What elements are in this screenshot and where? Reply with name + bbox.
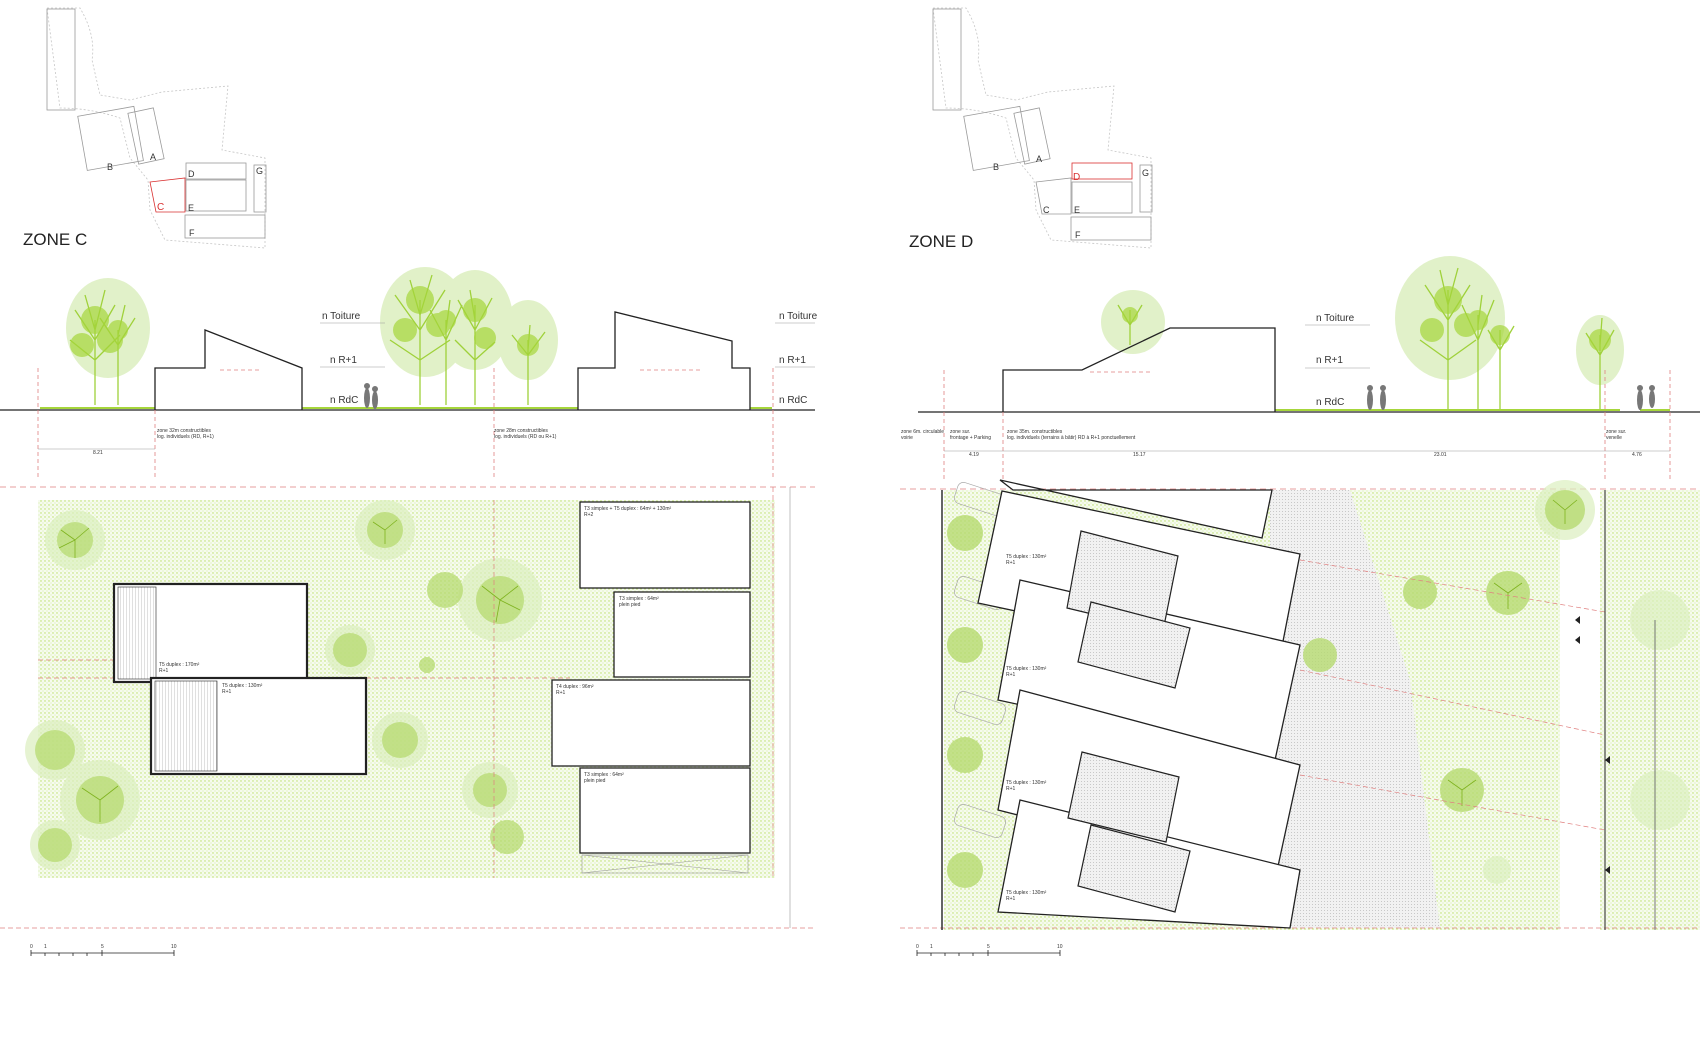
- zone-c-key-map: [46, 7, 267, 249]
- key-letter-b-d: B: [993, 162, 999, 172]
- key-letter-c: C: [157, 202, 164, 213]
- zone-d-level-r1: n R+1: [1316, 355, 1343, 366]
- zone-c-plan: [0, 486, 815, 929]
- zone-d-dim-3: 4.76: [1632, 452, 1642, 458]
- zone-c-scale-10: 10: [171, 944, 177, 950]
- zone-c-panel: B A D G C E F: [0, 7, 818, 956]
- zone-c-level-r1: n R+1: [330, 355, 357, 366]
- zone-c-scale-5: 5: [101, 944, 104, 950]
- zone-c-scale-bar: [30, 950, 175, 956]
- zone-d-scale-0: 0: [916, 944, 919, 950]
- zone-c-level-toiture-right: n Toiture: [779, 311, 818, 322]
- zone-d-dim-2: 23.01: [1434, 452, 1447, 458]
- key-letter-a-d: A: [1036, 154, 1042, 164]
- zone-d-dim-0: 4.19: [969, 452, 979, 458]
- key-letter-d-d: D: [1073, 172, 1080, 183]
- zone-d-level-toiture: n Toiture: [1316, 313, 1355, 324]
- zone-d-note-3: zone sur.venelle: [1606, 429, 1626, 441]
- zone-d-scale-5: 5: [987, 944, 990, 950]
- zone-c-scale-1: 1: [44, 944, 47, 950]
- key-letter-g-d: G: [1142, 168, 1149, 178]
- key-letter-f-d: F: [1075, 230, 1081, 240]
- zone-c-level-toiture: n Toiture: [322, 311, 361, 322]
- zone-d-level-rdc: n RdC: [1316, 397, 1344, 408]
- key-letter-b: B: [107, 162, 113, 172]
- zone-d-title: ZONE D: [909, 232, 974, 251]
- zone-d-dim-1: 15.17: [1133, 452, 1146, 458]
- zone-c-level-rdc: n RdC: [330, 395, 358, 406]
- zone-c-section: [0, 267, 815, 480]
- zone-d-section: [918, 256, 1700, 480]
- zone-c-dim-0: 8.21: [93, 450, 103, 456]
- key-letter-e-d: E: [1074, 205, 1080, 215]
- zone-c-level-rdc-right: n RdC: [779, 395, 807, 406]
- zone-d-key-map: [932, 7, 1153, 249]
- zone-c-title: ZONE C: [23, 230, 88, 249]
- zone-d-plan: [900, 479, 1700, 930]
- key-letter-g: G: [256, 166, 263, 176]
- key-letter-e: E: [188, 203, 194, 213]
- zone-c-scale-0: 0: [30, 944, 33, 950]
- key-letter-d: D: [188, 169, 195, 179]
- zone-d-scale-10: 10: [1057, 944, 1063, 950]
- zone-d-scale-bar: [916, 950, 1061, 956]
- key-letter-a: A: [150, 152, 156, 162]
- zone-d-scale-1: 1: [930, 944, 933, 950]
- key-letter-f: F: [189, 228, 195, 238]
- zone-d-panel: B A D G C E F: [900, 7, 1700, 956]
- zone-c-level-r1-right: n R+1: [779, 355, 806, 366]
- key-letter-c-d: C: [1043, 205, 1050, 215]
- zone-d-note-1: zone sur.frontage + Parking: [950, 429, 991, 441]
